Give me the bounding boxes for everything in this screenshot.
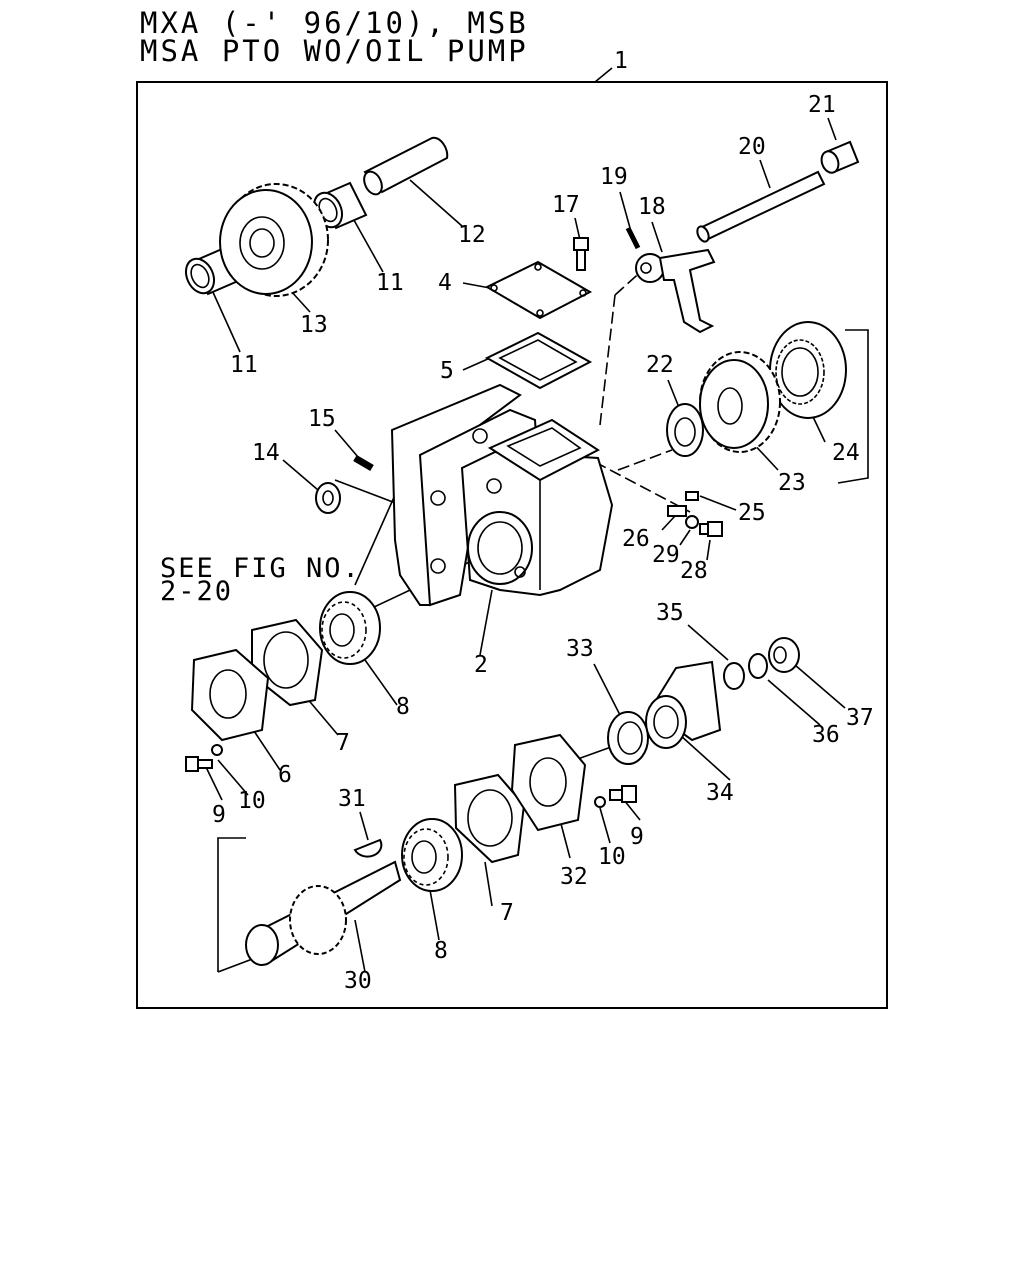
callout-10-upper: 10	[238, 788, 266, 814]
callout-25: 25	[738, 500, 766, 526]
callout-5: 5	[440, 358, 454, 384]
part-gasket-5	[484, 331, 593, 390]
callout-21: 21	[808, 92, 836, 118]
callout-15: 15	[308, 406, 336, 432]
part-gear-23	[699, 351, 781, 453]
part-bolt-9-upper	[185, 756, 213, 772]
part-bolt-17	[573, 237, 589, 271]
callout-6: 6	[278, 762, 292, 788]
callout-9-upper: 9	[212, 802, 226, 828]
part-gasket-7-lower	[453, 773, 526, 864]
part-cover-4	[484, 260, 593, 320]
callout-7-lower: 7	[500, 900, 514, 926]
diagram-title-line-1: MXA (-' 96/10), MSB	[140, 6, 529, 40]
part-washer-10-lower	[594, 796, 606, 808]
part-washer-10-upper	[211, 744, 223, 756]
part-pin-19	[625, 226, 641, 250]
callout-23: 23	[778, 470, 806, 496]
callout-12: 12	[458, 222, 486, 248]
part-bolt-9-lower	[609, 785, 637, 803]
callout-10-lower: 10	[598, 844, 626, 870]
part-bushing-21	[820, 140, 860, 174]
part-output-shaft-30	[245, 860, 402, 966]
callout-32: 32	[560, 864, 588, 890]
part-key-31	[353, 838, 383, 858]
callout-24: 24	[832, 440, 860, 466]
callout-36: 36	[812, 722, 840, 748]
part-shift-rod-20	[696, 170, 826, 243]
part-shift-fork-18	[635, 248, 716, 334]
callout-14: 14	[252, 440, 280, 466]
part-washer-14	[315, 482, 341, 514]
callout-9-lower: 9	[630, 824, 644, 850]
callout-34: 34	[706, 780, 734, 806]
callout-29: 29	[652, 542, 680, 568]
callout-33: 33	[566, 636, 594, 662]
callout-26: 26	[622, 526, 650, 552]
leader-lines	[204, 67, 869, 973]
part-pin-15	[353, 454, 374, 472]
part-plug-26	[667, 505, 687, 517]
reference-note-line-1: SEE FIG NO.	[160, 553, 361, 584]
part-lock-washer-36	[748, 653, 768, 679]
part-gear-13	[219, 183, 329, 297]
callout-18: 18	[638, 194, 666, 220]
part-flange-32	[510, 733, 587, 832]
callout-8-upper: 8	[396, 694, 410, 720]
callout-35: 35	[656, 600, 684, 626]
part-washer-29	[685, 515, 699, 529]
diagram-frame	[136, 81, 888, 1009]
callout-11-upper: 11	[376, 270, 404, 296]
callout-30: 30	[344, 968, 372, 994]
callout-2: 2	[474, 652, 488, 678]
part-ball-bearing-8-upper	[319, 591, 381, 665]
part-housing-2	[390, 383, 614, 607]
part-bearing-housing-34	[645, 660, 722, 749]
part-ball-bearing-8-lower	[401, 818, 463, 892]
part-plug-25	[685, 491, 699, 501]
callout-8-lower: 8	[434, 938, 448, 964]
reference-note-line-2: 2-20	[160, 576, 233, 607]
callout-37: 37	[846, 705, 874, 731]
callout-19: 19	[600, 164, 628, 190]
callout-13: 13	[300, 312, 328, 338]
callout-20: 20	[738, 134, 766, 160]
part-flange-6	[190, 648, 270, 742]
part-sleeve-24	[769, 321, 847, 419]
part-bolt-28	[699, 521, 723, 537]
callout-17: 17	[552, 192, 580, 218]
callout-22: 22	[646, 352, 674, 378]
callout-7-upper: 7	[336, 730, 350, 756]
callout-1: 1	[614, 48, 628, 74]
callout-4: 4	[438, 270, 452, 296]
callout-31: 31	[338, 786, 366, 812]
part-oil-seal-33	[607, 711, 649, 765]
part-washer-35	[723, 662, 745, 690]
part-shaft-12	[363, 136, 449, 196]
part-thrust-washer-22	[666, 403, 704, 457]
callout-11-lower: 11	[230, 352, 258, 378]
callout-28: 28	[680, 558, 708, 584]
callout-labels: 1 2 4 5 6 7 7 8 8 9 9 10 10 11 11 12 13 …	[212, 48, 874, 994]
part-nut-37	[768, 637, 800, 673]
diagram-title-line-2: MSA PTO WO/OIL PUMP	[140, 34, 529, 68]
